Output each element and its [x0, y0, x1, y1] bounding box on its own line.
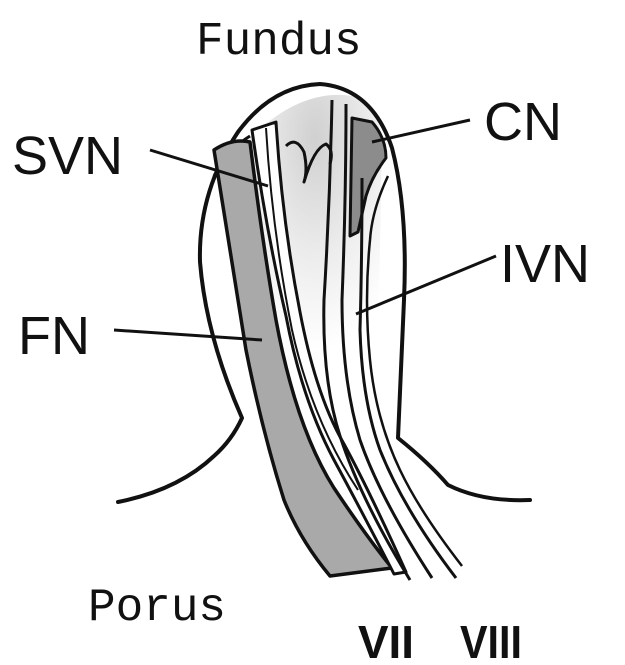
fn-label: FN	[18, 306, 90, 366]
nerve-VII-label: VII	[358, 616, 414, 665]
ivn-label: IVN	[500, 234, 590, 294]
nerve-VIII-fibre-4	[367, 176, 462, 566]
svn-label: SVN	[12, 126, 123, 186]
nerve-VIII-label: VIII	[460, 616, 522, 665]
porus-label: Porus	[88, 582, 226, 634]
fn-leader-line	[114, 330, 262, 340]
cn-label: CN	[484, 92, 562, 152]
fundus-label: Fundus	[196, 16, 362, 68]
